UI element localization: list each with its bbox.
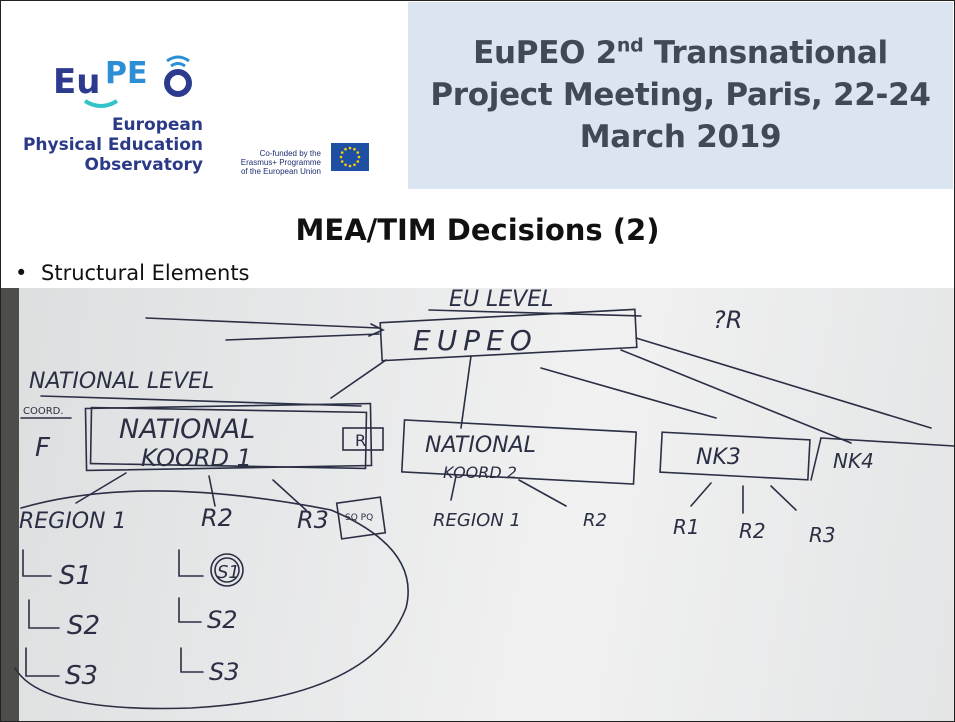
label-s1a: S1 xyxy=(59,561,92,591)
arrow-line xyxy=(225,333,380,341)
slide-title: EuPEO 2nd Transnational Project Meeting,… xyxy=(408,32,953,158)
label-r3: R3 xyxy=(297,506,329,534)
logo-name-line: European xyxy=(111,115,203,135)
title-pre: EuPEO 2 xyxy=(473,35,617,71)
label-nat1-line1: NATIONAL xyxy=(119,414,255,445)
cofunded-line: of the European Union xyxy=(240,167,321,176)
cofunded-line: Co-funded by the xyxy=(259,149,321,158)
arrow-line xyxy=(180,647,204,673)
eupeo-logo: Eu PE European Physical Education Observ… xyxy=(1,1,401,191)
label-s3b: S3 xyxy=(209,658,240,686)
underline xyxy=(428,309,642,317)
bullet-text: Structural Elements xyxy=(41,261,250,285)
arrow-line xyxy=(145,317,380,329)
box-nk3 xyxy=(659,431,811,481)
bullet-dot: • xyxy=(15,261,28,285)
arrow-line xyxy=(25,647,60,677)
label-eu-level: EU LEVEL xyxy=(449,288,553,312)
arrow-line xyxy=(178,549,204,577)
title-post: Transnational xyxy=(643,35,888,71)
label-r3c: R3 xyxy=(809,523,836,547)
arrow-head xyxy=(368,323,385,337)
box-national-1 xyxy=(84,402,373,472)
title-line-1: EuPEO 2nd Transnational xyxy=(408,32,953,74)
circled-item xyxy=(214,557,240,583)
whiteboard-sketch: EU LEVEL EUPEO ?R NATIONAL LEVEL COORD. … xyxy=(14,288,954,710)
label-nk3: NK3 xyxy=(696,445,741,470)
label-r1c: R1 xyxy=(673,515,700,539)
box-rq xyxy=(335,496,387,540)
arrow-line xyxy=(690,482,712,507)
arrow-line xyxy=(22,549,52,577)
label-nat2-line1: NATIONAL xyxy=(425,433,536,458)
label-nat2-line2: KOORD 2 xyxy=(443,463,517,482)
slide-subtitle: MEA/TIM Decisions (2) xyxy=(295,213,660,247)
eupeo-wordmark-icon: Eu PE xyxy=(53,55,192,108)
label-eupeo: EUPEO xyxy=(413,324,538,357)
arrow-line xyxy=(635,337,932,429)
logo-name: European Physical Education Observatory xyxy=(23,115,203,175)
title-line-3: March 2019 xyxy=(579,119,782,155)
label-s3a: S3 xyxy=(65,661,98,691)
logo-name-line: Observatory xyxy=(84,155,203,175)
title-banner: EuPEO 2nd Transnational Project Meeting,… xyxy=(408,2,953,189)
arrow-line xyxy=(770,485,797,511)
cofunded-line: Erasmus+ Programme xyxy=(240,158,321,167)
circled-item xyxy=(210,553,244,587)
label-region-1: REGION 1 xyxy=(19,509,127,534)
label-nk4: NK4 xyxy=(833,449,874,473)
arrow-line xyxy=(518,479,567,507)
label-r2c: R2 xyxy=(739,519,766,543)
label-coord-note: COORD. xyxy=(23,406,64,417)
arrow-line xyxy=(208,475,216,507)
arrow-line xyxy=(460,355,472,429)
label-s2a: S2 xyxy=(67,611,100,641)
divider xyxy=(820,437,954,447)
arrow-line xyxy=(28,599,60,629)
label-nat1-line2: KOORD 1 xyxy=(141,444,252,472)
box-national-2 xyxy=(400,419,638,485)
label-rq: SQ PQ xyxy=(345,513,373,523)
box-national-1-outline xyxy=(89,406,368,470)
divider xyxy=(810,437,822,481)
arrow-line xyxy=(75,472,127,504)
arrow-line xyxy=(178,597,202,623)
label-s1b: S1 xyxy=(217,562,240,583)
eu-flag-icon xyxy=(331,143,369,171)
bullet-item: • Structural Elements xyxy=(15,261,250,285)
whiteboard-photo: EU LEVEL EUPEO ?R NATIONAL LEVEL COORD. … xyxy=(1,288,954,721)
label-f: F xyxy=(35,433,51,463)
cofunded-text: Co-funded by the Erasmus+ Programme of t… xyxy=(233,149,321,176)
label-question: ?R xyxy=(713,306,742,334)
arrow-line xyxy=(330,359,387,399)
box-eupeo xyxy=(379,308,638,362)
label-r: R xyxy=(355,431,366,450)
title-line-2: Project Meeting, Paris, 22-24 xyxy=(430,77,931,113)
svg-text:Eu: Eu xyxy=(53,62,100,102)
label-s2b: S2 xyxy=(207,606,238,634)
label-region-1b: REGION 1 xyxy=(433,510,521,531)
label-r2: R2 xyxy=(201,504,233,532)
photo-edge xyxy=(1,288,19,721)
label-r2b: R2 xyxy=(583,510,607,531)
logo-name-line: Physical Education xyxy=(22,135,203,155)
box-r xyxy=(342,427,384,451)
title-sup: nd xyxy=(616,34,644,57)
region-loop xyxy=(14,490,409,710)
arrow-line xyxy=(450,475,457,501)
svg-text:PE: PE xyxy=(105,56,147,91)
arrow-line xyxy=(620,349,852,444)
label-national-level: NATIONAL LEVEL xyxy=(29,369,214,394)
arrow-line xyxy=(540,367,717,419)
